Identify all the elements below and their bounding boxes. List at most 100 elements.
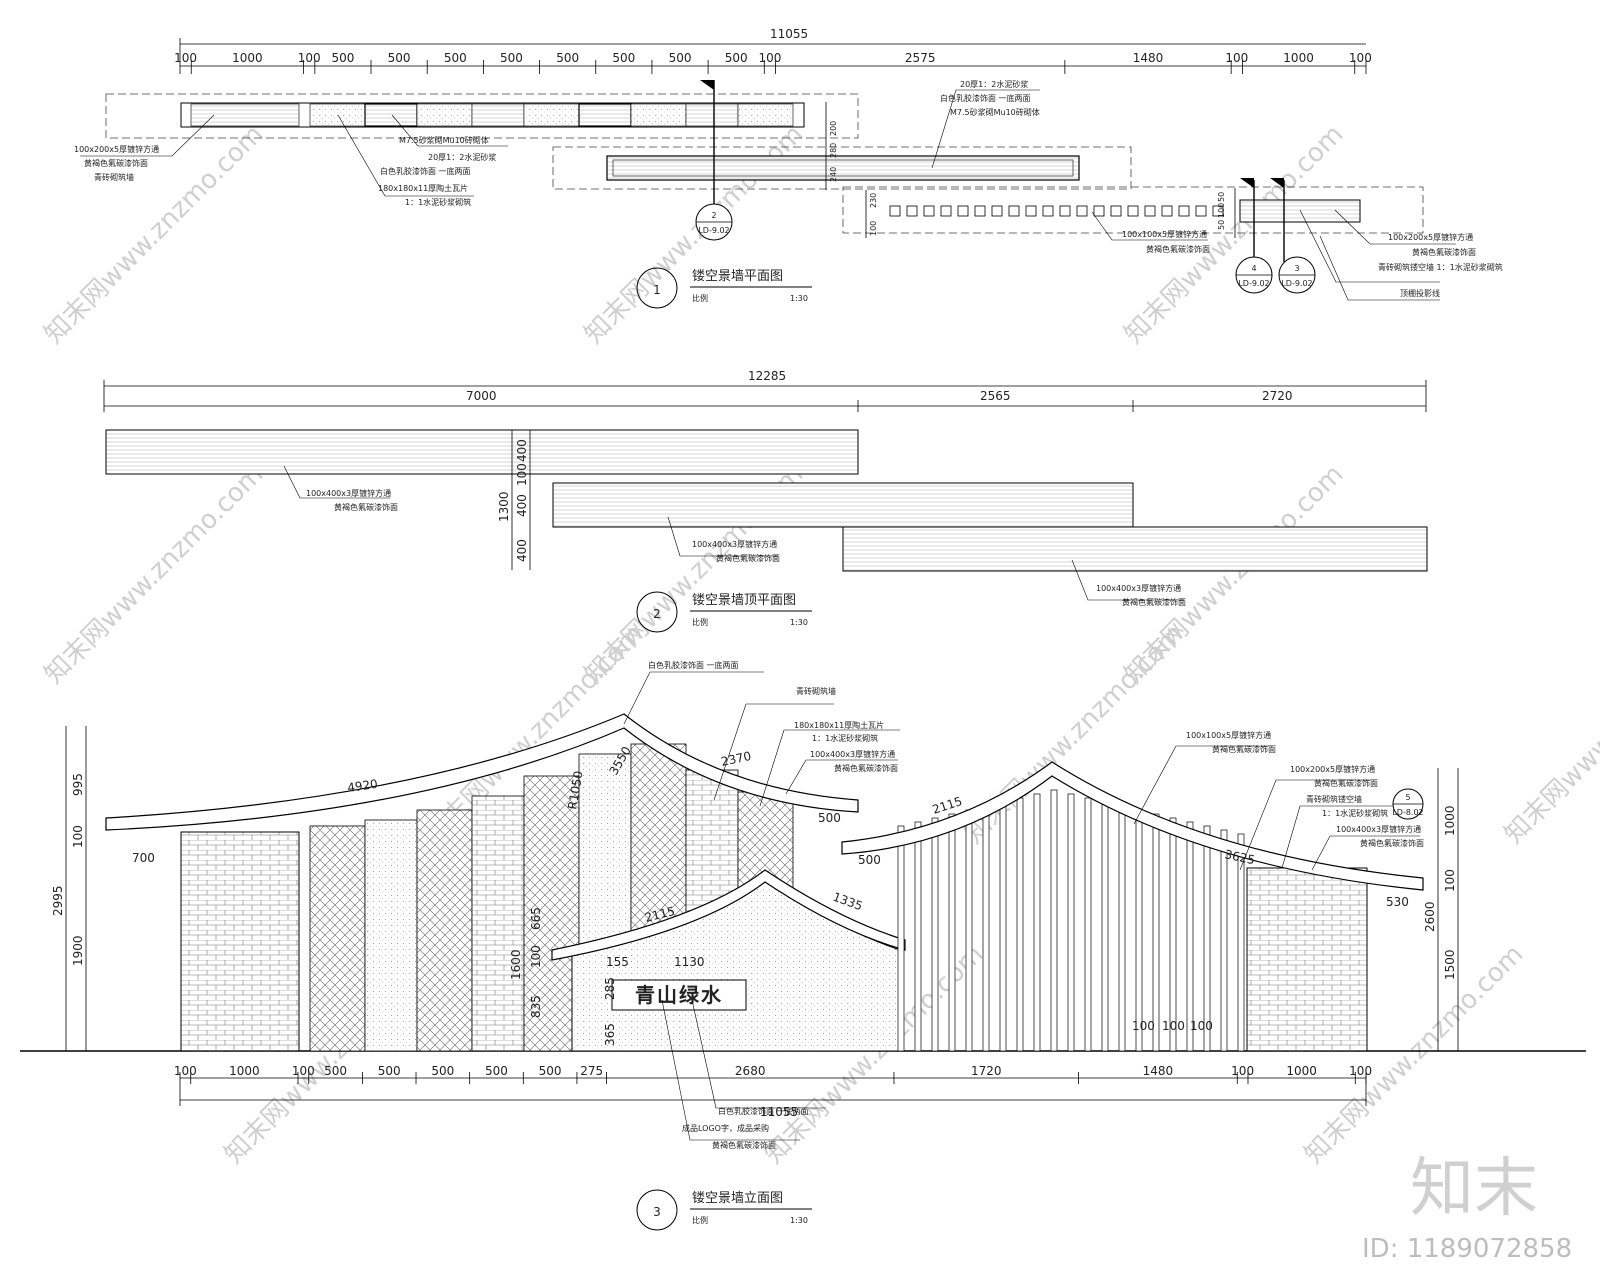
plan1-side-dim-240: 240 (829, 167, 838, 182)
square-post (1161, 205, 1173, 217)
plan1-dim-13: 1480 (1133, 51, 1164, 65)
elev3-dim-285: 285 (603, 977, 617, 1000)
square-post (1195, 205, 1207, 217)
square-post (1025, 205, 1037, 217)
elev3-note-16: 黄褐色氟碳漆饰面 (712, 1140, 776, 1150)
slat (931, 817, 939, 1052)
square-post (1059, 205, 1071, 217)
elev3-note-7: 黄褐色氟碳漆饰面 (1212, 744, 1276, 754)
plan1-side-dim-280: 280 (829, 143, 838, 158)
slat (1067, 793, 1075, 1052)
elev3-dim-ticks (179, 1072, 1367, 1106)
elev3-dim-4920: 4920 (346, 777, 378, 795)
plan1-dim-8: 500 (612, 51, 635, 65)
elev3-right-dim-1000: 1000 (1443, 805, 1457, 836)
plan2-note-0: 100x400x3厚镀锌方通 (306, 488, 391, 498)
plan1-dim-ticks (179, 38, 1367, 74)
plan1-scale-label: 比例 (692, 293, 708, 303)
slat (897, 825, 905, 1052)
elev3-note-3: 1：1水泥砂浆砌筑 (812, 733, 878, 743)
elev3-note-2: 180x180x11厚陶土瓦片 (794, 720, 884, 730)
watermark-text: 知末网www.znzmo.com (39, 459, 270, 690)
square-post (1127, 205, 1139, 217)
brand-logo: 知末 (1410, 1152, 1538, 1226)
plan2-overall-dim: 12285 (748, 369, 786, 383)
plan1-dim-14: 100 (1225, 51, 1248, 65)
elev3-dim-13: 1000 (1286, 1064, 1317, 1078)
slat (1203, 825, 1211, 1052)
plan1-note-15: 青砖砌筑镂空墙 1：1水泥砂浆砌筑 (1378, 262, 1503, 272)
elev3-dim-2370: 2370 (720, 749, 753, 769)
square-post (889, 205, 901, 217)
elev3-note-5: 黄褐色氟碳漆饰面 (834, 763, 898, 773)
section-mark-2[interactable]: 2 LD-9.02 (695, 203, 733, 241)
elev3-dim-155: 155 (606, 955, 629, 969)
elev3-dim-100b: 100 (1132, 1019, 1155, 1033)
plan2-note-1: 黄褐色氟碳漆饰面 (334, 502, 398, 512)
elev3-dim-10: 1720 (971, 1064, 1002, 1078)
plan1-note-11: 100x100x5厚镀锌方通 (1122, 229, 1207, 239)
detail-mark-5-ref: LD-8.02 (1392, 808, 1423, 817)
slat (1220, 829, 1228, 1052)
elev3-slat-wall (897, 789, 1245, 1052)
plan1-dim-10: 500 (725, 51, 748, 65)
elev3-right-dim-100: 100 (1443, 869, 1457, 892)
plan1-side-dim-50a: 50 (1217, 192, 1226, 202)
section-mark-4[interactable]: 4 LD-9.02 (1235, 256, 1273, 294)
detail-mark-5-num: 5 (1405, 793, 1410, 802)
plan1-note-13: 100x200x5厚镀锌方通 (1388, 232, 1473, 242)
plan1-note-6: 180x180x11厚陶土瓦片 (378, 183, 468, 193)
slat (1152, 813, 1160, 1052)
plan2-number: 2 (653, 607, 661, 621)
slat (914, 821, 922, 1052)
plan1-note-14: 黄褐色氟碳漆饰面 (1412, 247, 1476, 257)
elev3-note-1: 青砖砌筑墙 (796, 686, 836, 696)
slat (965, 809, 973, 1052)
square-post (1144, 205, 1156, 217)
elev3-scale-label: 比例 (692, 1215, 708, 1225)
square-post (991, 205, 1003, 217)
plan2-side-dim-400c: 400 (515, 539, 529, 562)
plan2-note-5: 黄褐色氟碳漆饰面 (1122, 597, 1186, 607)
section-mark-3-ref: LD-9.02 (1281, 279, 1312, 288)
elev3-dim-500a: 500 (818, 811, 841, 825)
square-post (1093, 205, 1105, 217)
square-post (923, 205, 935, 217)
elev3-dim-11: 1480 (1143, 1064, 1174, 1078)
elev3-overall-dim: 11055 (760, 1105, 798, 1119)
plan1-dim-3: 500 (331, 51, 354, 65)
plan1-dim-2: 100 (298, 51, 321, 65)
plan1-note-16: 顶棚投影线 (1400, 288, 1440, 298)
plan1-overall-dim: 11055 (770, 27, 808, 41)
plan1-dim-1: 1000 (232, 51, 263, 65)
plan1-side-dim-100: 100 (869, 221, 878, 236)
square-post (1212, 205, 1224, 217)
section-mark-2-ref: LD-9.02 (698, 226, 729, 235)
square-post (1042, 205, 1054, 217)
elev3-note-11: 1：1水泥砂浆砌筑 (1322, 808, 1388, 818)
elev3-dim-8: 275 (580, 1064, 603, 1078)
brand-id: ID: 1189072858 (1362, 1234, 1572, 1264)
slat (1016, 797, 1024, 1052)
plan1-side-dim-100b: 100 (1217, 203, 1226, 218)
elev3-note-13: 黄褐色氟碳漆饰面 (1360, 838, 1424, 848)
elev3-left-dim-1900: 1900 (71, 935, 85, 966)
plan1-note-9: 白色乳胶漆饰面 一底两面 (940, 93, 1031, 103)
square-post (940, 205, 952, 217)
plan1-dim-6: 500 (500, 51, 523, 65)
plan1-note-8: 20厚1：2水泥砂浆 (960, 79, 1028, 89)
plan1-side-dim-50b: 50 (1217, 220, 1226, 230)
plan1-scale: 1:30 (790, 294, 808, 303)
detail-mark-5[interactable]: 5 LD-8.02 (1392, 788, 1424, 820)
elev3-dim-100a: 100 (529, 945, 543, 968)
elev3-dim-500b: 500 (858, 853, 881, 867)
slat (1050, 789, 1058, 1052)
elev3-right-dim-2600: 2600 (1423, 901, 1437, 932)
elev3-dim-1: 1000 (229, 1064, 260, 1078)
section-mark-3[interactable]: 3 LD-9.02 (1278, 256, 1316, 294)
plan1-dim-7: 500 (556, 51, 579, 65)
elev3-dim-5: 500 (431, 1064, 454, 1078)
